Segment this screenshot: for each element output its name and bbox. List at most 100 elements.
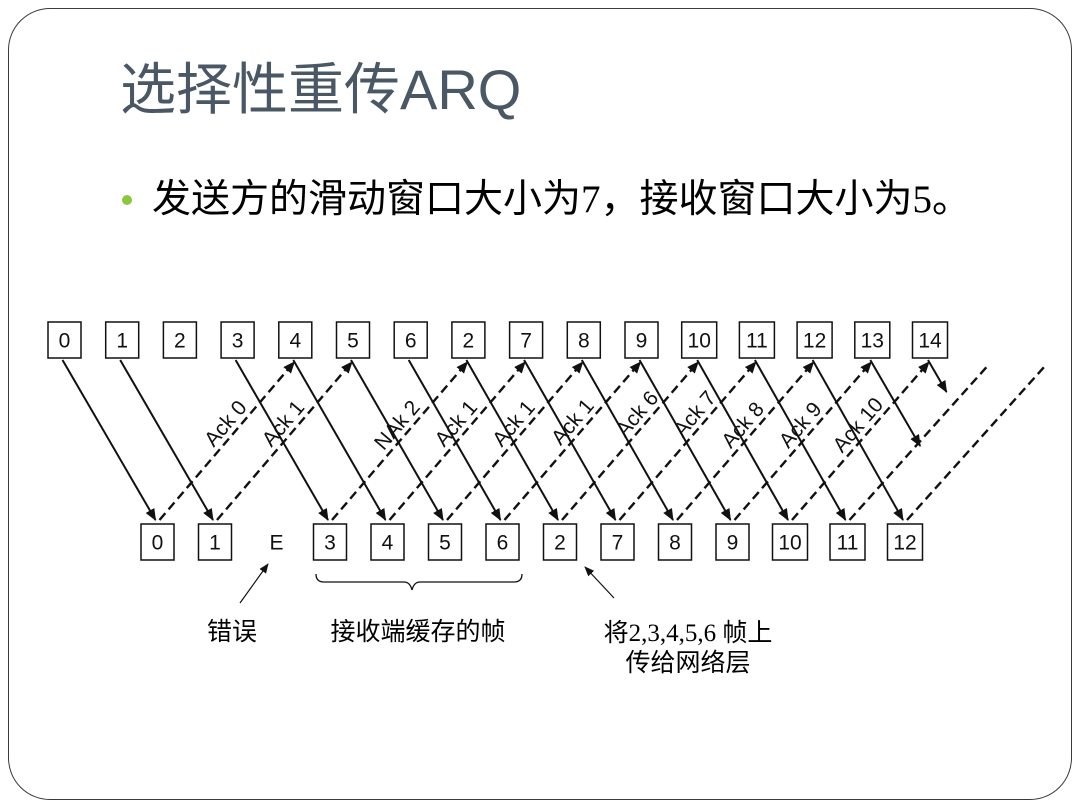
frame-number: 2 — [554, 532, 566, 555]
frame-box — [104, 321, 140, 359]
frame-box — [771, 523, 809, 561]
frame-box — [427, 523, 463, 561]
receiver-frame: 4 — [370, 523, 405, 561]
receiver-frame: 11 — [829, 523, 866, 561]
data-frame-arrow — [119, 359, 214, 521]
data-frame-arrow — [523, 359, 617, 521]
frame-number: 0 — [152, 532, 164, 555]
ack-arrow — [618, 361, 757, 521]
frame-number: 2 — [463, 330, 475, 353]
frame-box — [600, 523, 635, 561]
sender-frame: 0 — [47, 321, 82, 359]
frame-number: 2 — [174, 330, 186, 353]
frame-box — [278, 321, 313, 359]
frame-box — [140, 523, 175, 561]
frame-box — [47, 321, 82, 359]
frame-number: 0 — [59, 330, 71, 353]
frame-number: 5 — [347, 330, 359, 353]
frame-box — [566, 321, 602, 359]
frame-box — [715, 523, 750, 561]
ack-arrow — [331, 361, 469, 521]
receiver-frame: 10 — [771, 523, 809, 561]
slide-border — [8, 8, 1072, 800]
frame-number: 4 — [382, 532, 394, 555]
frame-box — [370, 523, 405, 561]
receiver-frame: 3 — [312, 523, 348, 561]
frame-number: 14 — [918, 330, 942, 353]
frame-number: 7 — [520, 330, 532, 353]
deliver-pointer-arrow — [584, 566, 615, 599]
deliver-label-line1: 将2,3,4,5,6 帧上 — [604, 619, 773, 647]
deliver-label-line2: 传给网络层 — [625, 649, 750, 677]
ack-arrow-outgoing — [848, 365, 989, 521]
frame-number: 1 — [116, 330, 128, 353]
slide-title: 选择性重传ARQ — [120, 58, 522, 121]
sender-frame: 9 — [624, 321, 659, 359]
frame-box — [911, 321, 949, 359]
receiver-frame: 6 — [485, 523, 520, 561]
sender-frame: 2 — [451, 321, 486, 359]
data-frame-arrow — [234, 359, 329, 521]
ack-arrow — [561, 361, 700, 521]
frame-box — [335, 321, 371, 359]
sender-frame: 7 — [508, 321, 544, 359]
frame-box — [796, 321, 833, 359]
ack-arrow — [676, 361, 815, 521]
error-mark: E — [269, 532, 283, 555]
receiver-frame: 9 — [715, 523, 750, 561]
frame-number: 9 — [727, 532, 739, 555]
error-label: 错误 — [207, 618, 257, 646]
data-frame-arrow — [407, 359, 502, 521]
frame-number: 13 — [861, 330, 884, 353]
frame-box — [220, 321, 255, 359]
data-frame-arrow — [811, 359, 904, 521]
receiver-frame: 12 — [886, 523, 924, 561]
frame-box — [738, 321, 776, 359]
frame-number: 4 — [289, 330, 301, 353]
frame-number: 8 — [578, 330, 590, 353]
buffer-brace — [315, 573, 523, 591]
sender-frame: 11 — [738, 321, 776, 359]
sender-frame: 1 — [104, 321, 140, 359]
frame-number: 12 — [803, 330, 826, 353]
ack-label: NAk 2 — [370, 396, 425, 454]
frame-box — [680, 321, 718, 359]
sender-frame: 12 — [796, 321, 833, 359]
sender-frame: 3 — [220, 321, 255, 359]
buffered-frames-label: 接收端缓存的帧 — [330, 618, 505, 646]
sender-frame: 13 — [854, 321, 891, 359]
data-frame-arrow — [61, 359, 157, 521]
sender-frame: 5 — [335, 321, 371, 359]
data-frame-arrows — [61, 359, 948, 521]
sender-frame: 6 — [393, 321, 428, 359]
data-frame-arrow — [292, 359, 387, 521]
sender-frame: 10 — [680, 321, 718, 359]
data-frame-arrow — [580, 359, 674, 521]
frame-box — [393, 321, 428, 359]
frame-number: 1 — [209, 532, 221, 555]
frame-number: 3 — [232, 330, 244, 353]
frame-box — [451, 321, 486, 359]
data-frame-arrow — [696, 359, 789, 521]
ack-arrow — [216, 361, 353, 521]
frame-box — [542, 523, 578, 561]
frame-box — [886, 523, 924, 561]
ack-arrow — [733, 361, 873, 521]
bullet-text: 发送方的滑动窗口大小为7，接收窗口大小为5。 — [152, 178, 972, 221]
ack-arrow — [503, 361, 642, 521]
frame-box — [657, 523, 693, 561]
frame-box — [312, 523, 348, 561]
frame-number: 7 — [612, 532, 624, 555]
annotations: 错误 接收端缓存的帧 将2,3,4,5,6 帧上 传给网络层 — [207, 563, 773, 677]
data-frame-arrow — [638, 359, 732, 521]
frame-number: 5 — [439, 532, 451, 555]
frame-number: 11 — [837, 532, 859, 555]
frame-box — [508, 321, 544, 359]
receiver-frame: 1 — [197, 523, 233, 561]
receiver-error-mark: E — [269, 532, 283, 555]
frame-box — [162, 321, 198, 359]
sender-frame: 4 — [278, 321, 313, 359]
